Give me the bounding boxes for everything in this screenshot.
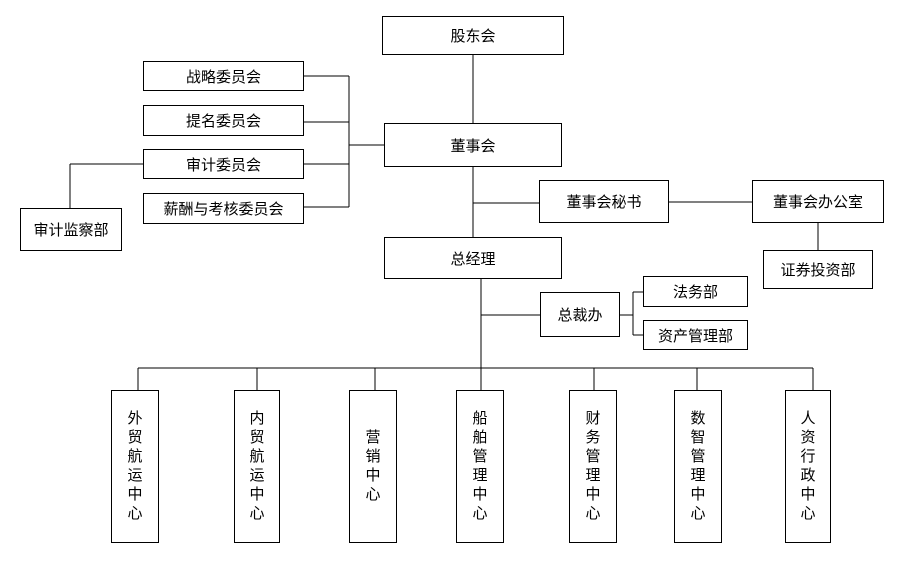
- center-domestic-shipping-box: 内贸航运中心: [234, 390, 280, 543]
- board-box: 董事会: [384, 123, 562, 167]
- committee-audit-box: 审计委员会: [143, 149, 304, 179]
- center-marketing-box: 营销中心: [349, 390, 397, 543]
- committee-compensation-box: 薪酬与考核委员会: [143, 193, 304, 224]
- center-digital-box: 数智管理中心: [674, 390, 722, 543]
- board-office-box: 董事会办公室: [752, 180, 884, 223]
- asset-mgmt-dept-box: 资产管理部: [643, 320, 748, 350]
- center-ship-management-box: 船舶管理中心: [456, 390, 504, 543]
- center-hr-admin-box: 人资行政中心: [785, 390, 831, 543]
- board-secretary-box: 董事会秘书: [539, 180, 669, 223]
- committee-strategy-box: 战略委员会: [143, 61, 304, 91]
- securities-dept-box: 证券投资部: [763, 250, 873, 289]
- center-finance-box: 财务管理中心: [569, 390, 617, 543]
- center-foreign-shipping-box: 外贸航运中心: [111, 390, 159, 543]
- president-office-box: 总裁办: [540, 292, 620, 337]
- legal-dept-box: 法务部: [643, 276, 748, 307]
- shareholders-box: 股东会: [382, 16, 564, 55]
- general-manager-box: 总经理: [384, 237, 562, 279]
- audit-dept-box: 审计监察部: [20, 208, 122, 251]
- committee-nomination-box: 提名委员会: [143, 105, 304, 136]
